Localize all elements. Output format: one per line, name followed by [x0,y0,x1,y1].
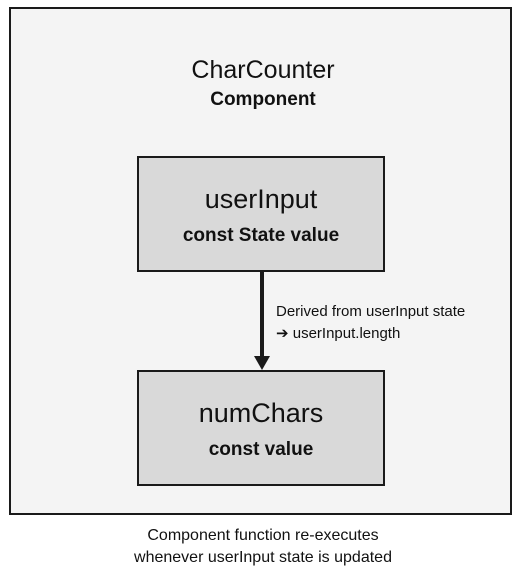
component-title: CharCounter [191,56,335,84]
derivation-label: Derived from userInput state ➔ userInput… [276,301,508,345]
num-chars-node-kind: const value [208,439,314,460]
footer-caption: Component function re-executes whenever … [0,525,526,569]
footer-caption-line1: Component function re-executes [147,527,379,544]
derivation-label-line1: Derived from userInput state [276,303,466,320]
footer-caption-line2: whenever userInput state is updated [134,549,392,566]
user-input-node: userInput const State value [137,156,385,272]
derivation-label-line2: ➔ userInput.length [276,325,401,342]
num-chars-node: numChars const value [137,370,385,486]
user-input-node-name: userInput [204,184,318,214]
arrow-head [254,356,270,370]
user-input-node-kind: const State value [182,225,340,246]
num-chars-node-name: numChars [198,398,324,428]
derivation-arrow [254,270,270,370]
component-subtitle: Component [210,89,316,110]
